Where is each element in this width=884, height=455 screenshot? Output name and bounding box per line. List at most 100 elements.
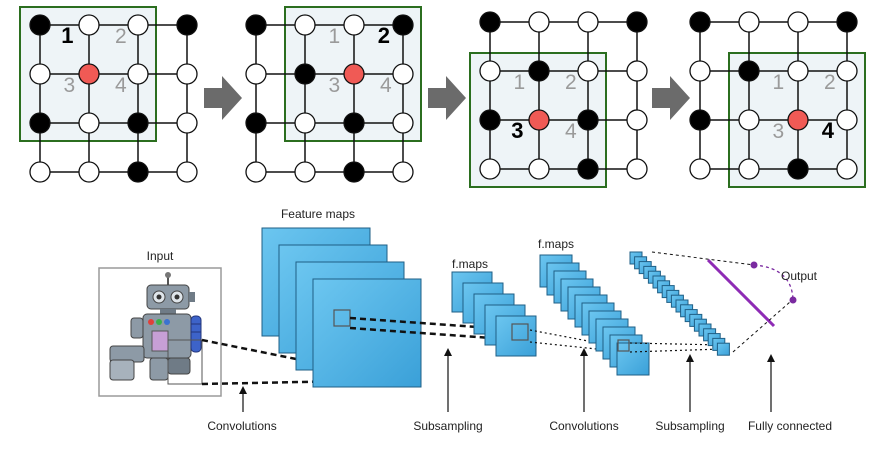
conv2-maps-stack — [539, 254, 650, 376]
connection-line — [629, 348, 723, 353]
white-node — [787, 60, 809, 82]
connection-line — [629, 342, 723, 346]
fully-connected-layer — [706, 258, 776, 328]
white-node — [528, 158, 550, 180]
stage-label-convolutions-1: Convolutions — [207, 419, 276, 433]
quadrant-label: 1 — [514, 71, 526, 94]
black-node — [479, 109, 501, 131]
quadrant-label: 1 — [773, 71, 785, 94]
black-node — [176, 14, 198, 36]
stage-pointer — [239, 386, 247, 412]
white-node — [176, 63, 198, 85]
white-node — [294, 161, 316, 183]
receptive-field — [511, 323, 529, 341]
white-node — [245, 63, 267, 85]
white-node — [577, 11, 599, 33]
white-node — [689, 158, 711, 180]
feature-map — [312, 278, 422, 388]
stage-label-fully-connected: Fully connected — [748, 419, 832, 433]
center-node — [343, 63, 365, 85]
output-connection — [753, 264, 794, 301]
stage-pointer — [767, 354, 775, 412]
black-node — [245, 14, 267, 36]
black-node — [689, 109, 711, 131]
black-node — [29, 112, 51, 134]
connection-line — [529, 341, 626, 353]
active-quadrant-label: 3 — [511, 118, 523, 143]
black-node — [836, 11, 858, 33]
black-node — [343, 161, 365, 183]
white-node — [78, 112, 100, 134]
white-node — [738, 11, 760, 33]
white-node — [29, 63, 51, 85]
white-node — [836, 158, 858, 180]
center-node — [528, 109, 550, 131]
stage-pointer — [580, 348, 588, 412]
white-node — [479, 60, 501, 82]
quadrant-label: 3 — [329, 74, 341, 97]
quadrant-label: 3 — [773, 120, 785, 143]
connection-line — [732, 301, 791, 353]
receptive-field — [617, 339, 630, 352]
step-arrow — [428, 76, 466, 120]
black-node — [577, 109, 599, 131]
active-quadrant-label: 2 — [378, 23, 390, 48]
white-node — [738, 158, 760, 180]
white-node — [78, 161, 100, 183]
black-node — [689, 11, 711, 33]
subsampled2-maps-stack — [629, 251, 730, 356]
subsampled-maps-stack — [451, 271, 537, 357]
output-label: Output — [781, 269, 818, 283]
output-node — [789, 296, 797, 304]
subsampled2-map — [716, 342, 730, 356]
stage-label-subsampling-2: Subsampling — [655, 419, 724, 433]
white-node — [392, 63, 414, 85]
white-node — [127, 14, 149, 36]
robot-image — [109, 272, 203, 385]
white-node — [626, 60, 648, 82]
white-node — [78, 14, 100, 36]
step-arrow — [204, 76, 242, 120]
white-node — [343, 14, 365, 36]
white-node — [245, 161, 267, 183]
fmaps-label-2: f.maps — [538, 237, 574, 251]
output-node — [750, 261, 758, 269]
quadrant-label: 2 — [824, 71, 836, 94]
black-node — [343, 112, 365, 134]
active-quadrant-label: 1 — [61, 23, 73, 48]
black-node — [245, 112, 267, 134]
white-node — [127, 63, 149, 85]
quadrant-label: 1 — [329, 25, 341, 48]
fmaps-label-1: f.maps — [452, 257, 488, 271]
white-node — [626, 109, 648, 131]
stage-label-subsampling-1: Subsampling — [413, 419, 482, 433]
center-node — [78, 63, 100, 85]
step-arrow — [652, 76, 690, 120]
active-quadrant-label: 4 — [822, 118, 835, 143]
white-node — [479, 158, 501, 180]
white-node — [836, 109, 858, 131]
quadrant-label: 4 — [380, 74, 392, 97]
connection-line — [651, 251, 755, 266]
black-node — [528, 60, 550, 82]
grid-panel: 1 2 3 4 — [689, 11, 866, 188]
white-node — [836, 60, 858, 82]
stage-label-convolutions-2: Convolutions — [549, 419, 618, 433]
black-node — [479, 11, 501, 33]
quadrant-label: 2 — [565, 71, 577, 94]
conv2-map — [616, 342, 650, 376]
black-node — [294, 63, 316, 85]
quadrant-label: 4 — [115, 74, 127, 97]
black-node — [738, 60, 760, 82]
subsampled-map — [495, 315, 537, 357]
black-node — [787, 158, 809, 180]
black-node — [392, 14, 414, 36]
black-node — [626, 11, 648, 33]
white-node — [738, 109, 760, 131]
black-node — [127, 112, 149, 134]
center-node — [787, 109, 809, 131]
